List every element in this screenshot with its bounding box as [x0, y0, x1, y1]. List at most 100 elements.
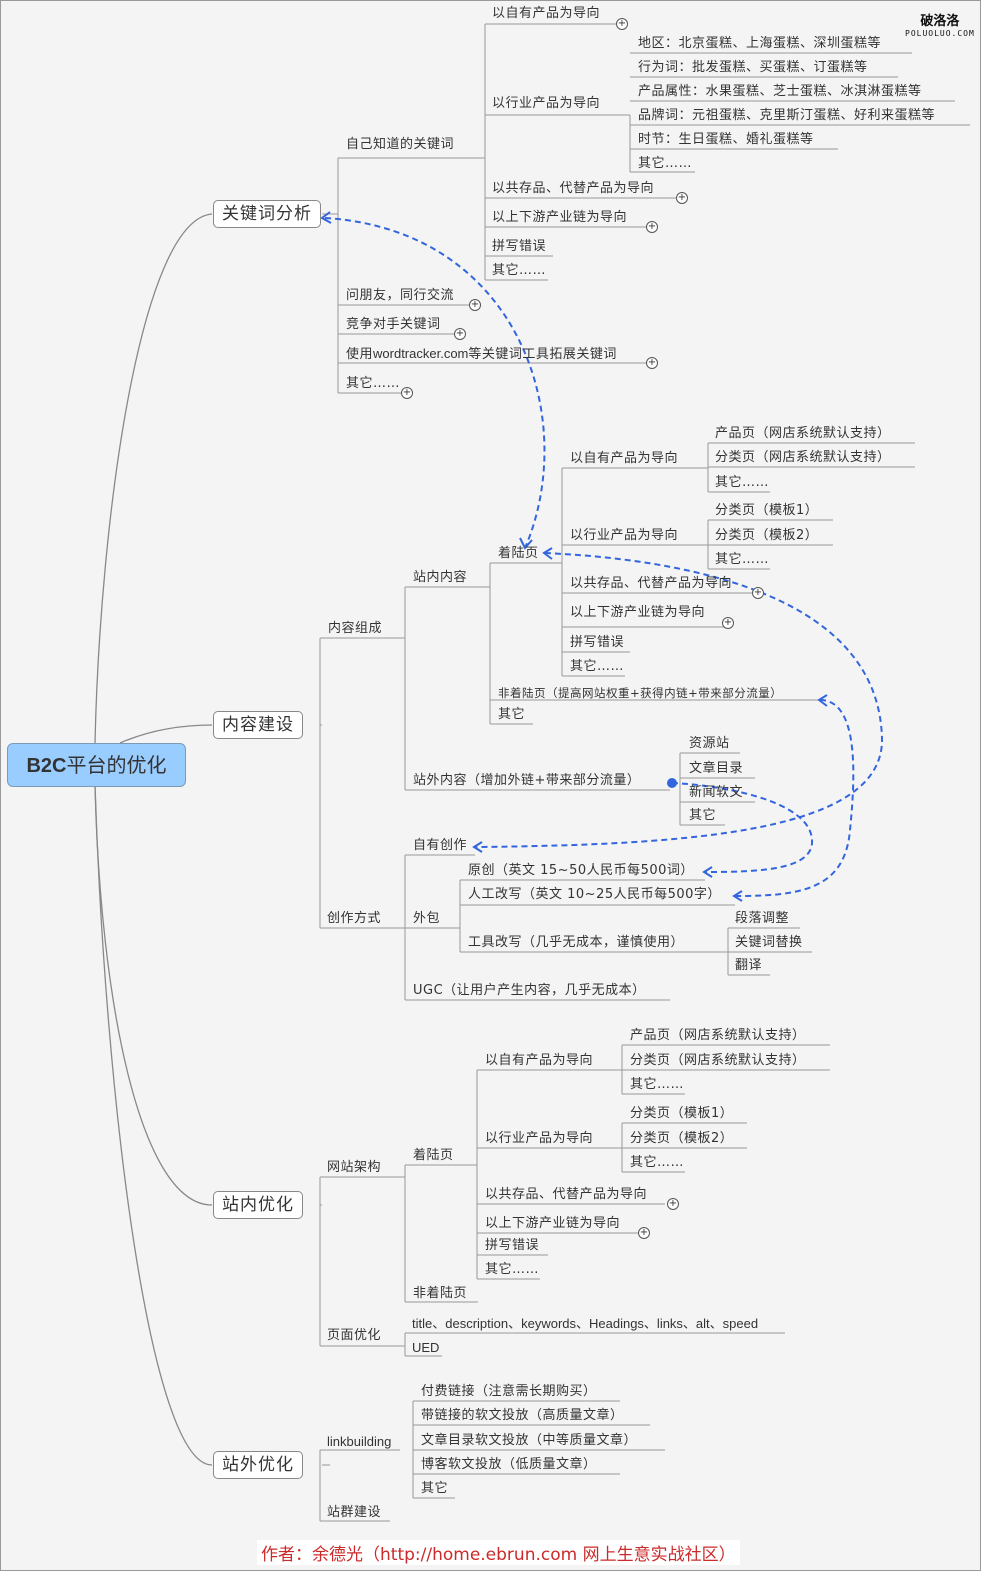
- node-own-item[interactable]: 其它……: [715, 475, 770, 490]
- topic-keyword-analysis[interactable]: 关键词分析: [213, 200, 321, 228]
- node-industry-item[interactable]: 产品属性：水果蛋糕、芝士蛋糕、冰淇淋蛋糕等: [638, 84, 922, 99]
- plus-circle-icon[interactable]: +: [676, 192, 688, 204]
- node-industry-item[interactable]: 分类页（模板1）: [630, 1106, 734, 1121]
- node-link-item[interactable]: 其它: [421, 1481, 449, 1496]
- node-onsite-content[interactable]: 站内内容: [413, 570, 468, 585]
- node-self-create[interactable]: 自有创作: [413, 838, 468, 853]
- node-onsite-other[interactable]: 其它: [498, 707, 526, 722]
- node-industry-item[interactable]: 行为词：批发蛋糕、买蛋糕、订蛋糕等: [638, 60, 868, 75]
- topic-content-building[interactable]: 内容建设: [213, 711, 303, 739]
- node-ugc[interactable]: UGC（让用户产生内容，几乎无成本）: [413, 983, 646, 998]
- node-offsite-item[interactable]: 新闻软文: [689, 785, 744, 800]
- node-other[interactable]: 其它……: [570, 659, 625, 674]
- connector-offpage: [94, 784, 213, 1466]
- node-industry-item[interactable]: 地区：北京蛋糕、上海蛋糕、深圳蛋糕等: [638, 36, 882, 51]
- node-own-item[interactable]: 产品页（网店系统默认支持）: [715, 426, 891, 441]
- node-updown[interactable]: 以上下游产业链为导向: [492, 210, 628, 225]
- node-own-product[interactable]: 以自有产品为导向: [485, 1053, 594, 1068]
- node-own-product[interactable]: 以自有产品为导向: [492, 6, 601, 21]
- topic-offpage-optimization[interactable]: 站外优化: [213, 1451, 303, 1479]
- node-industry-item[interactable]: 品牌词：元祖蛋糕、克里斯汀蛋糕、好利来蛋糕等: [638, 108, 936, 123]
- node-updown[interactable]: 以上下游产业链为导向: [570, 605, 706, 620]
- node-industry-item[interactable]: 分类页（模板2）: [630, 1131, 734, 1146]
- node-ask-friends[interactable]: 问朋友，同行交流: [346, 288, 455, 303]
- node-industry-product[interactable]: 以行业产品为导向: [492, 96, 601, 111]
- node-industry-item[interactable]: 分类页（模板2）: [715, 528, 819, 543]
- node-link-item[interactable]: 博客软文投放（低质量文章）: [421, 1457, 597, 1472]
- node-page-optimization[interactable]: 页面优化: [327, 1328, 382, 1343]
- node-typo[interactable]: 拼写错误: [570, 635, 625, 650]
- node-outsource-item[interactable]: 原创（英文 15~50人民币每500词）: [468, 863, 694, 878]
- node-offsite-item[interactable]: 文章目录: [689, 761, 744, 776]
- node-creation[interactable]: 创作方式: [327, 911, 382, 926]
- node-outsource-item[interactable]: 工具改写（几乎无成本，谨慎使用）: [468, 935, 685, 950]
- node-tool-item[interactable]: 关键词替换: [735, 935, 803, 950]
- topic-onpage-optimization[interactable]: 站内优化: [213, 1191, 303, 1219]
- relation-origin-dot: [667, 778, 677, 788]
- plus-circle-icon[interactable]: +: [752, 587, 764, 599]
- node-composition[interactable]: 内容组成: [328, 621, 383, 636]
- plus-circle-icon[interactable]: +: [646, 221, 658, 233]
- node-coexist[interactable]: 以共存品、代替产品为导向: [492, 181, 655, 196]
- node-other[interactable]: 其它……: [485, 1262, 540, 1277]
- node-coexist[interactable]: 以共存品、代替产品为导向: [485, 1187, 648, 1202]
- node-industry-item[interactable]: 分类页（模板1）: [715, 503, 819, 518]
- node-other[interactable]: 其它……: [492, 263, 547, 278]
- node-outsource[interactable]: 外包: [413, 911, 441, 926]
- node-offsite-item[interactable]: 资源站: [689, 736, 730, 751]
- node-typo[interactable]: 拼写错误: [492, 239, 547, 254]
- node-non-landing[interactable]: 非着陆页（提高网站权重+获得内链+带来部分流量）: [498, 686, 783, 700]
- relation-landing-selfcreate: [474, 552, 884, 848]
- plus-circle-icon[interactable]: +: [667, 1198, 679, 1210]
- tool-site: wordtracker.com: [373, 346, 469, 361]
- node-typo[interactable]: 拼写错误: [485, 1238, 540, 1253]
- logo-en: POLUOLUO.COM: [905, 29, 975, 38]
- node-offsite-item[interactable]: 其它: [689, 808, 717, 823]
- relation-keyword-landing: [324, 217, 546, 549]
- node-link-item[interactable]: 文章目录软文投放（中等质量文章）: [421, 1433, 638, 1448]
- connector-keyword: [94, 213, 213, 744]
- node-outsource-item[interactable]: 人工改写（英文 10~25人民币每500字）: [468, 887, 721, 902]
- node-landing[interactable]: 着陆页: [498, 546, 539, 561]
- node-own-item[interactable]: 分类页（网店系统默认支持）: [630, 1053, 806, 1068]
- node-site-group[interactable]: 站群建设: [327, 1505, 382, 1520]
- node-own-product[interactable]: 以自有产品为导向: [570, 451, 679, 466]
- node-coexist[interactable]: 以共存品、代替产品为导向: [570, 576, 733, 591]
- connector-onpage: [94, 784, 213, 1206]
- node-industry-item[interactable]: 时节：生日蛋糕、婚礼蛋糕等: [638, 132, 814, 147]
- node-non-landing[interactable]: 非着陆页: [413, 1286, 468, 1301]
- central-topic[interactable]: B2C平台的优化: [7, 743, 186, 787]
- node-industry-item[interactable]: 其它……: [715, 552, 770, 567]
- node-competitor[interactable]: 竞争对手关键词: [346, 317, 441, 332]
- node-architecture[interactable]: 网站架构: [327, 1160, 382, 1175]
- node-updown[interactable]: 以上下游产业链为导向: [485, 1216, 621, 1231]
- plus-circle-icon[interactable]: +: [646, 357, 658, 369]
- node-linkbuilding[interactable]: linkbuilding: [327, 1434, 392, 1449]
- node-known-keywords[interactable]: 自己知道的关键词: [346, 137, 455, 152]
- node-industry-product[interactable]: 以行业产品为导向: [485, 1131, 594, 1146]
- plus-circle-icon[interactable]: +: [401, 387, 413, 399]
- node-link-item[interactable]: 付费链接（注意需长期购买）: [421, 1384, 597, 1399]
- plus-circle-icon[interactable]: +: [454, 328, 466, 340]
- node-tool-item[interactable]: 段落调整: [735, 911, 790, 926]
- node-own-item[interactable]: 其它……: [630, 1077, 685, 1092]
- node-industry-product[interactable]: 以行业产品为导向: [570, 528, 679, 543]
- node-link-item[interactable]: 带链接的软文投放（高质量文章）: [421, 1408, 624, 1423]
- node-industry-item[interactable]: 其它……: [630, 1155, 685, 1170]
- node-own-item[interactable]: 产品页（网店系统默认支持）: [630, 1028, 806, 1043]
- node-page-item[interactable]: title、description、keywords、Headings、link…: [412, 1316, 759, 1331]
- plus-circle-icon[interactable]: +: [722, 617, 734, 629]
- node-tool-item[interactable]: 翻译: [735, 958, 763, 973]
- node-own-item[interactable]: 分类页（网店系统默认支持）: [715, 450, 891, 465]
- arrowhead: [732, 890, 743, 902]
- node-industry-item[interactable]: 其它……: [638, 156, 693, 171]
- node-other-2[interactable]: 其它……: [346, 376, 401, 391]
- plus-circle-icon[interactable]: +: [638, 1227, 650, 1239]
- plus-circle-icon[interactable]: +: [616, 18, 628, 30]
- node-page-item[interactable]: UED: [412, 1340, 440, 1355]
- node-landing[interactable]: 着陆页: [413, 1148, 454, 1163]
- plus-circle-icon[interactable]: +: [469, 299, 481, 311]
- node-keyword-tool[interactable]: 使用wordtracker.com等关键词工具拓展关键词: [346, 346, 617, 363]
- node-offsite-content[interactable]: 站外内容（增加外链+带来部分流量）: [413, 773, 641, 788]
